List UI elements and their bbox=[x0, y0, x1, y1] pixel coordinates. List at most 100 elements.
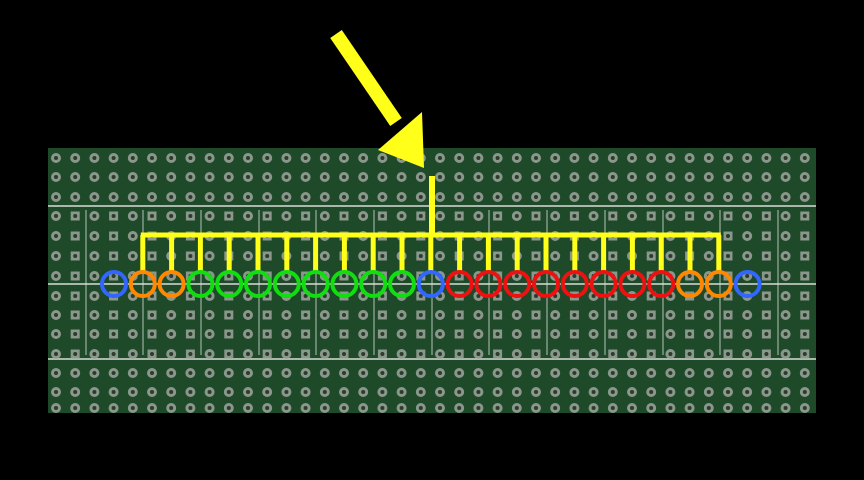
pin-ring bbox=[704, 270, 733, 298]
board-hole-center bbox=[438, 371, 442, 375]
board-hole-center bbox=[514, 390, 519, 394]
board-hole-center bbox=[130, 234, 135, 238]
board-hole-center bbox=[342, 371, 346, 375]
board-hole-center bbox=[610, 371, 615, 375]
board-hole-center bbox=[380, 254, 385, 258]
board-hole-center bbox=[130, 294, 135, 298]
board-hole-center bbox=[553, 254, 558, 258]
board-hole-center bbox=[457, 332, 462, 336]
board-hole-center bbox=[687, 274, 692, 278]
board-hole-center bbox=[438, 214, 442, 218]
board-hole-center bbox=[630, 352, 634, 356]
board-hole-center bbox=[668, 406, 673, 410]
board-hole-center bbox=[226, 175, 231, 179]
board-hole-center bbox=[802, 371, 807, 375]
board-hole-center bbox=[246, 254, 250, 258]
board-hole-center bbox=[687, 195, 692, 199]
board-hole-center bbox=[418, 390, 423, 394]
pin-ring bbox=[676, 270, 704, 298]
board-hole-center bbox=[73, 274, 78, 278]
board-hole-center bbox=[687, 156, 692, 160]
board-hole-center bbox=[610, 332, 615, 336]
board-hole-center bbox=[418, 214, 423, 218]
board-hole-center bbox=[553, 313, 558, 317]
board-hole-center bbox=[54, 156, 58, 160]
board-hole-center bbox=[476, 332, 481, 336]
pin-ring bbox=[416, 270, 445, 298]
board-hole-center bbox=[457, 175, 462, 179]
board-hole-center bbox=[783, 156, 788, 160]
board-hole-center bbox=[284, 214, 289, 218]
board-hole-center bbox=[802, 175, 807, 179]
board-hole-center bbox=[764, 175, 769, 179]
board-hole-center bbox=[764, 313, 769, 317]
board-hole-center bbox=[92, 294, 97, 298]
board-hole-center bbox=[54, 332, 58, 336]
board-hole-center bbox=[322, 406, 327, 410]
board-hole-center bbox=[457, 371, 462, 375]
board-hole-center bbox=[207, 332, 212, 336]
board-hole-center bbox=[802, 313, 807, 317]
board-hole-center bbox=[226, 214, 231, 218]
board-hole-center bbox=[226, 371, 231, 375]
board-hole-center bbox=[73, 406, 78, 410]
board-hole-center bbox=[303, 390, 308, 394]
pin-ring bbox=[618, 270, 647, 298]
board-hole-center bbox=[572, 214, 577, 218]
pin-ring bbox=[272, 270, 301, 298]
board-hole-center bbox=[303, 371, 308, 375]
board-hole-center bbox=[783, 406, 788, 410]
board-hole-center bbox=[706, 352, 711, 356]
board-hole-center bbox=[457, 406, 462, 410]
board-hole-center bbox=[188, 390, 193, 394]
board-hole-center bbox=[802, 406, 807, 410]
board-hole-center bbox=[764, 371, 769, 375]
board-hole-center bbox=[687, 371, 692, 375]
board-hole-center bbox=[591, 254, 596, 258]
board-hole-center bbox=[342, 195, 346, 199]
board-hole-center bbox=[572, 175, 577, 179]
board-hole-center bbox=[303, 313, 308, 317]
board-hole-center bbox=[476, 156, 481, 160]
board-hole-center bbox=[226, 406, 231, 410]
board-hole-center bbox=[553, 156, 558, 160]
board-hole-center bbox=[726, 406, 730, 410]
board-hole-center bbox=[457, 313, 462, 317]
board-hole-center bbox=[726, 254, 730, 258]
board-hole-center bbox=[726, 332, 730, 336]
board-hole-center bbox=[514, 371, 519, 375]
board-hole-center bbox=[418, 406, 423, 410]
board-hole-center bbox=[630, 332, 634, 336]
board-hole-center bbox=[111, 214, 116, 218]
board-hole-center bbox=[169, 406, 174, 410]
board-hole-center bbox=[188, 313, 193, 317]
board-hole-center bbox=[534, 332, 538, 336]
board-hole-center bbox=[610, 195, 615, 199]
board-hole-center bbox=[457, 214, 462, 218]
pin-ring bbox=[474, 270, 503, 298]
board-hole-center bbox=[226, 390, 231, 394]
board-hole-center bbox=[514, 332, 519, 336]
board-hole-center bbox=[764, 195, 769, 199]
board-hole-center bbox=[322, 313, 327, 317]
board-hole-center bbox=[130, 214, 135, 218]
board-hole-center bbox=[687, 175, 692, 179]
board-hole-center bbox=[783, 234, 788, 238]
board-hole-center bbox=[457, 156, 462, 160]
board-hole-center bbox=[495, 195, 500, 199]
board-hole-center bbox=[54, 390, 58, 394]
board-hole-center bbox=[764, 332, 769, 336]
board-hole-center bbox=[630, 390, 634, 394]
board-hole-center bbox=[54, 274, 58, 278]
board-hole-center bbox=[322, 390, 327, 394]
board-hole-center bbox=[130, 352, 135, 356]
board-hole-center bbox=[591, 332, 596, 336]
board-hole-center bbox=[169, 352, 174, 356]
board-hole-center bbox=[418, 294, 423, 298]
arrow-shaft bbox=[330, 30, 402, 126]
board-hole-center bbox=[284, 371, 289, 375]
board-hole-center bbox=[649, 254, 654, 258]
board-hole-center bbox=[591, 406, 596, 410]
board-hole-center bbox=[572, 274, 577, 278]
board-hole-center bbox=[591, 313, 596, 317]
